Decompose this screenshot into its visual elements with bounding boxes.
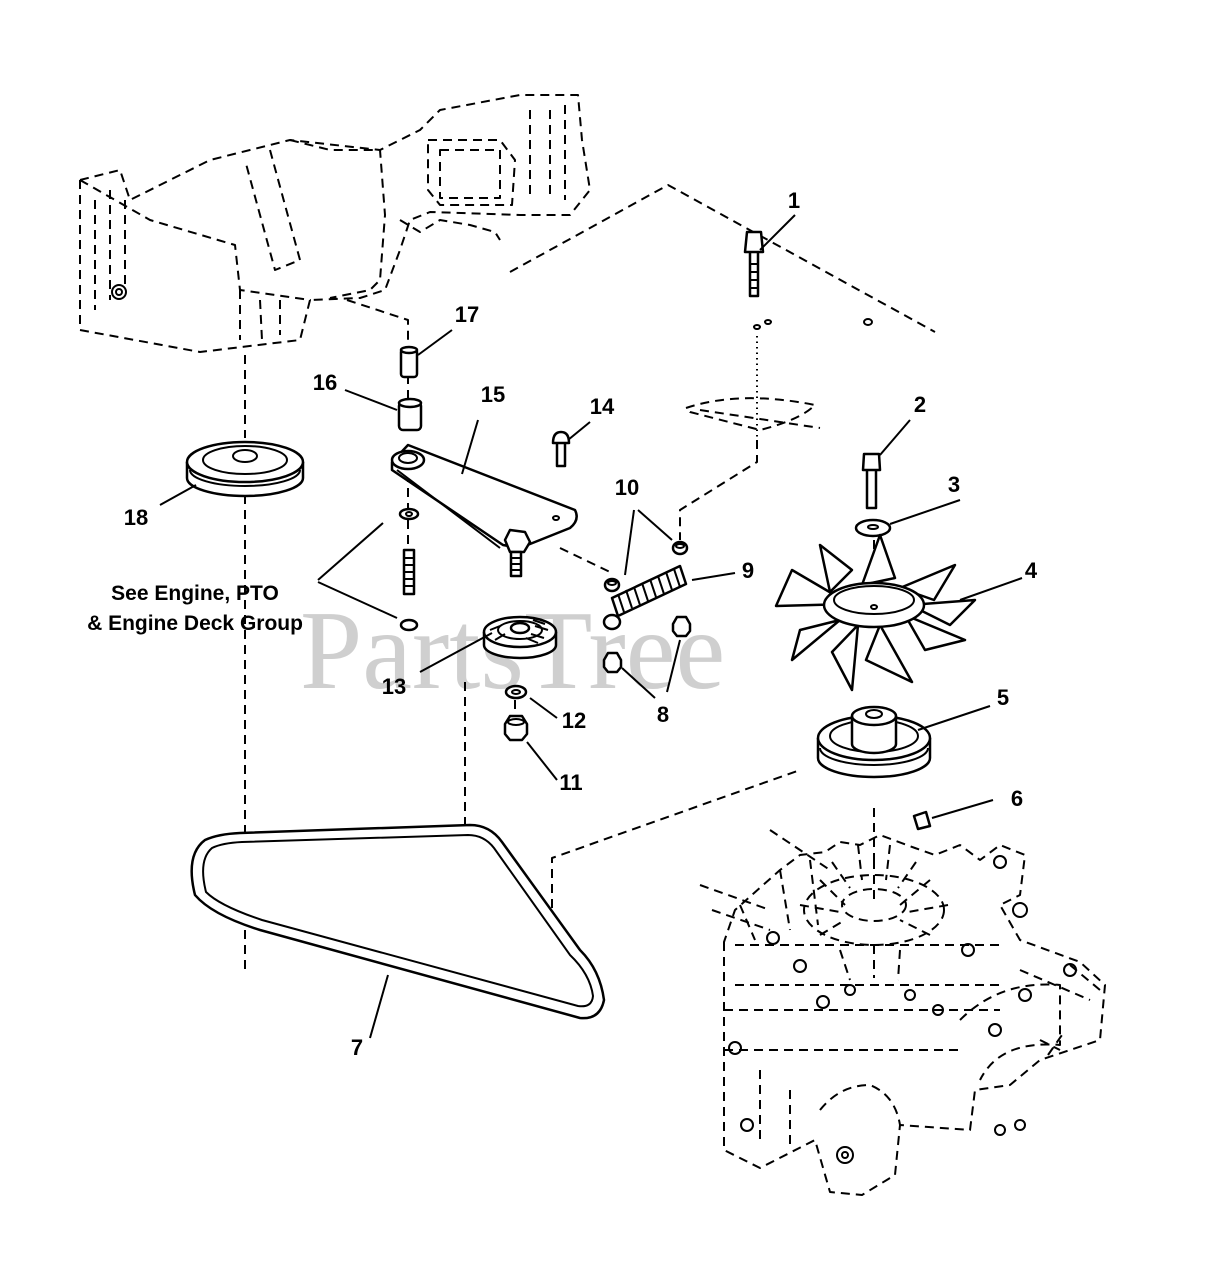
leader-lines — [159, 214, 1023, 1039]
callout-10: 10 — [615, 475, 639, 500]
callout-14: 14 — [590, 394, 615, 419]
washer-12 — [504, 684, 528, 700]
callout-11: 11 — [559, 770, 582, 795]
drive-belt — [190, 823, 606, 1020]
bolt-14 — [551, 430, 571, 468]
bushing-10b — [671, 540, 689, 556]
reference-note: See Engine, PTO & Engine Deck Group — [87, 582, 303, 635]
key-6 — [912, 810, 932, 831]
callout-7: 7 — [351, 1035, 363, 1060]
callout-2: 2 — [914, 392, 926, 417]
callout-13: 13 — [382, 674, 406, 699]
callout-4: 4 — [1025, 558, 1038, 583]
callout-8: 8 — [657, 702, 669, 727]
bolt-1 — [743, 230, 765, 298]
callout-17: 17 — [455, 302, 479, 327]
arm-hardware — [398, 507, 420, 632]
engine-block — [79, 94, 591, 353]
drive-pulley — [816, 705, 932, 779]
callout-3: 3 — [948, 472, 960, 497]
cooling-fan — [774, 533, 977, 692]
note-line-2: & Engine Deck Group — [87, 612, 303, 635]
bushing-16 — [397, 397, 423, 432]
callout-1: 1 — [788, 188, 800, 213]
transaxle — [699, 829, 1106, 1196]
spring — [610, 564, 688, 618]
callouts: 1 2 3 4 5 6 7 8 9 10 11 12 13 14 15 16 1… — [124, 188, 1038, 1060]
deck-plate-outline — [509, 184, 936, 540]
engine-pulley — [185, 440, 305, 498]
callout-16: 16 — [313, 370, 337, 395]
idler-pulley — [482, 615, 558, 660]
callout-12: 12 — [562, 708, 586, 733]
bolt-2 — [861, 452, 882, 510]
nut-8c — [671, 615, 692, 638]
nut-8b — [602, 651, 623, 674]
bushing-8a — [602, 613, 622, 631]
callout-18: 18 — [124, 505, 148, 530]
callout-9: 9 — [742, 558, 754, 583]
note-line-1: See Engine, PTO — [111, 582, 279, 605]
idler-stud — [509, 550, 523, 578]
bushing-10a — [603, 577, 621, 593]
washer-3 — [854, 518, 892, 538]
callout-15: 15 — [481, 382, 505, 407]
callout-5: 5 — [997, 685, 1009, 710]
callout-6: 6 — [1011, 786, 1023, 811]
idler-arm — [390, 443, 578, 554]
nut-11 — [503, 714, 529, 742]
spacer-17 — [399, 345, 419, 379]
